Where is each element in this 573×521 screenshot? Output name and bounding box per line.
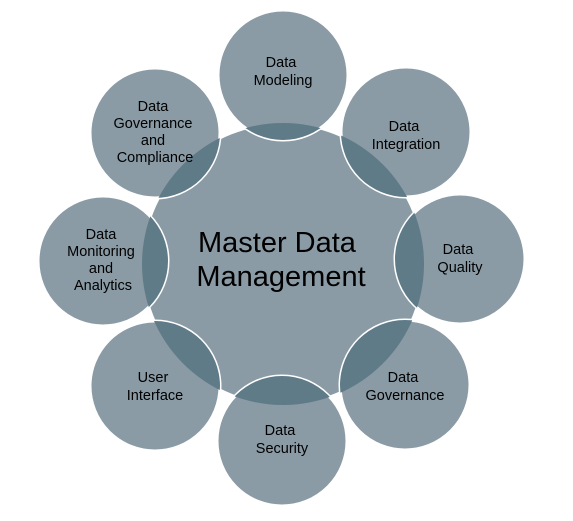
outer-node-user-interface: User Interface [88, 319, 222, 453]
node-label-user-interface: User Interface [127, 370, 183, 404]
node-label-line: Compliance [117, 150, 194, 166]
node-label-line: Data [389, 119, 421, 135]
node-label-line: Quality [437, 260, 483, 276]
node-label-line: Data [443, 242, 475, 258]
node-label-line: Data [138, 99, 170, 115]
node-label-line: Modeling [254, 73, 313, 89]
node-label-line: and [141, 133, 165, 149]
center-title-line: Management [196, 261, 365, 293]
node-label-line: Data [266, 55, 298, 71]
node-label-data-governance-and-compliance: Data Governance and Compliance [113, 99, 196, 166]
outer-node-data-integration: Data Integration [339, 65, 473, 199]
node-label-line: Governance [113, 116, 192, 132]
node-label-data-quality: Data Quality [437, 242, 483, 276]
node-label-data-governance: Data Governance [366, 370, 445, 404]
outer-node-data-modeling: Data Modeling [216, 8, 350, 142]
outer-node-data-monitoring-and-analytics: Data Monitoring and Analytics [36, 194, 170, 328]
node-label-line: and [89, 261, 113, 277]
node-label-data-security: Data Security [256, 423, 309, 457]
outer-node-data-quality: Data Quality [393, 192, 527, 326]
node-label-line: Data [265, 423, 297, 439]
node-label-line: Monitoring [67, 244, 135, 260]
node-label-line: Data [388, 370, 420, 386]
outer-node-data-governance: Data Governance [338, 318, 472, 452]
center-title: Master Data Management [196, 227, 365, 293]
node-label-line: Security [256, 441, 309, 457]
node-label-line: Governance [366, 388, 445, 404]
outer-node-data-security: Data Security [215, 374, 349, 508]
node-label-line: Interface [127, 388, 183, 404]
node-label-line: User [138, 370, 169, 386]
node-label-data-monitoring-and-analytics: Data Monitoring and Analytics [67, 227, 139, 294]
outer-node-data-governance-and-compliance: Data Governance and Compliance [88, 66, 222, 200]
center-title-line: Master Data [198, 227, 357, 259]
node-label-line: Integration [372, 137, 441, 153]
node-label-data-integration: Data Integration [372, 119, 441, 153]
node-label-line: Data [86, 227, 118, 243]
node-label-data-modeling: Data Modeling [254, 55, 313, 89]
node-label-line: Analytics [74, 278, 132, 294]
